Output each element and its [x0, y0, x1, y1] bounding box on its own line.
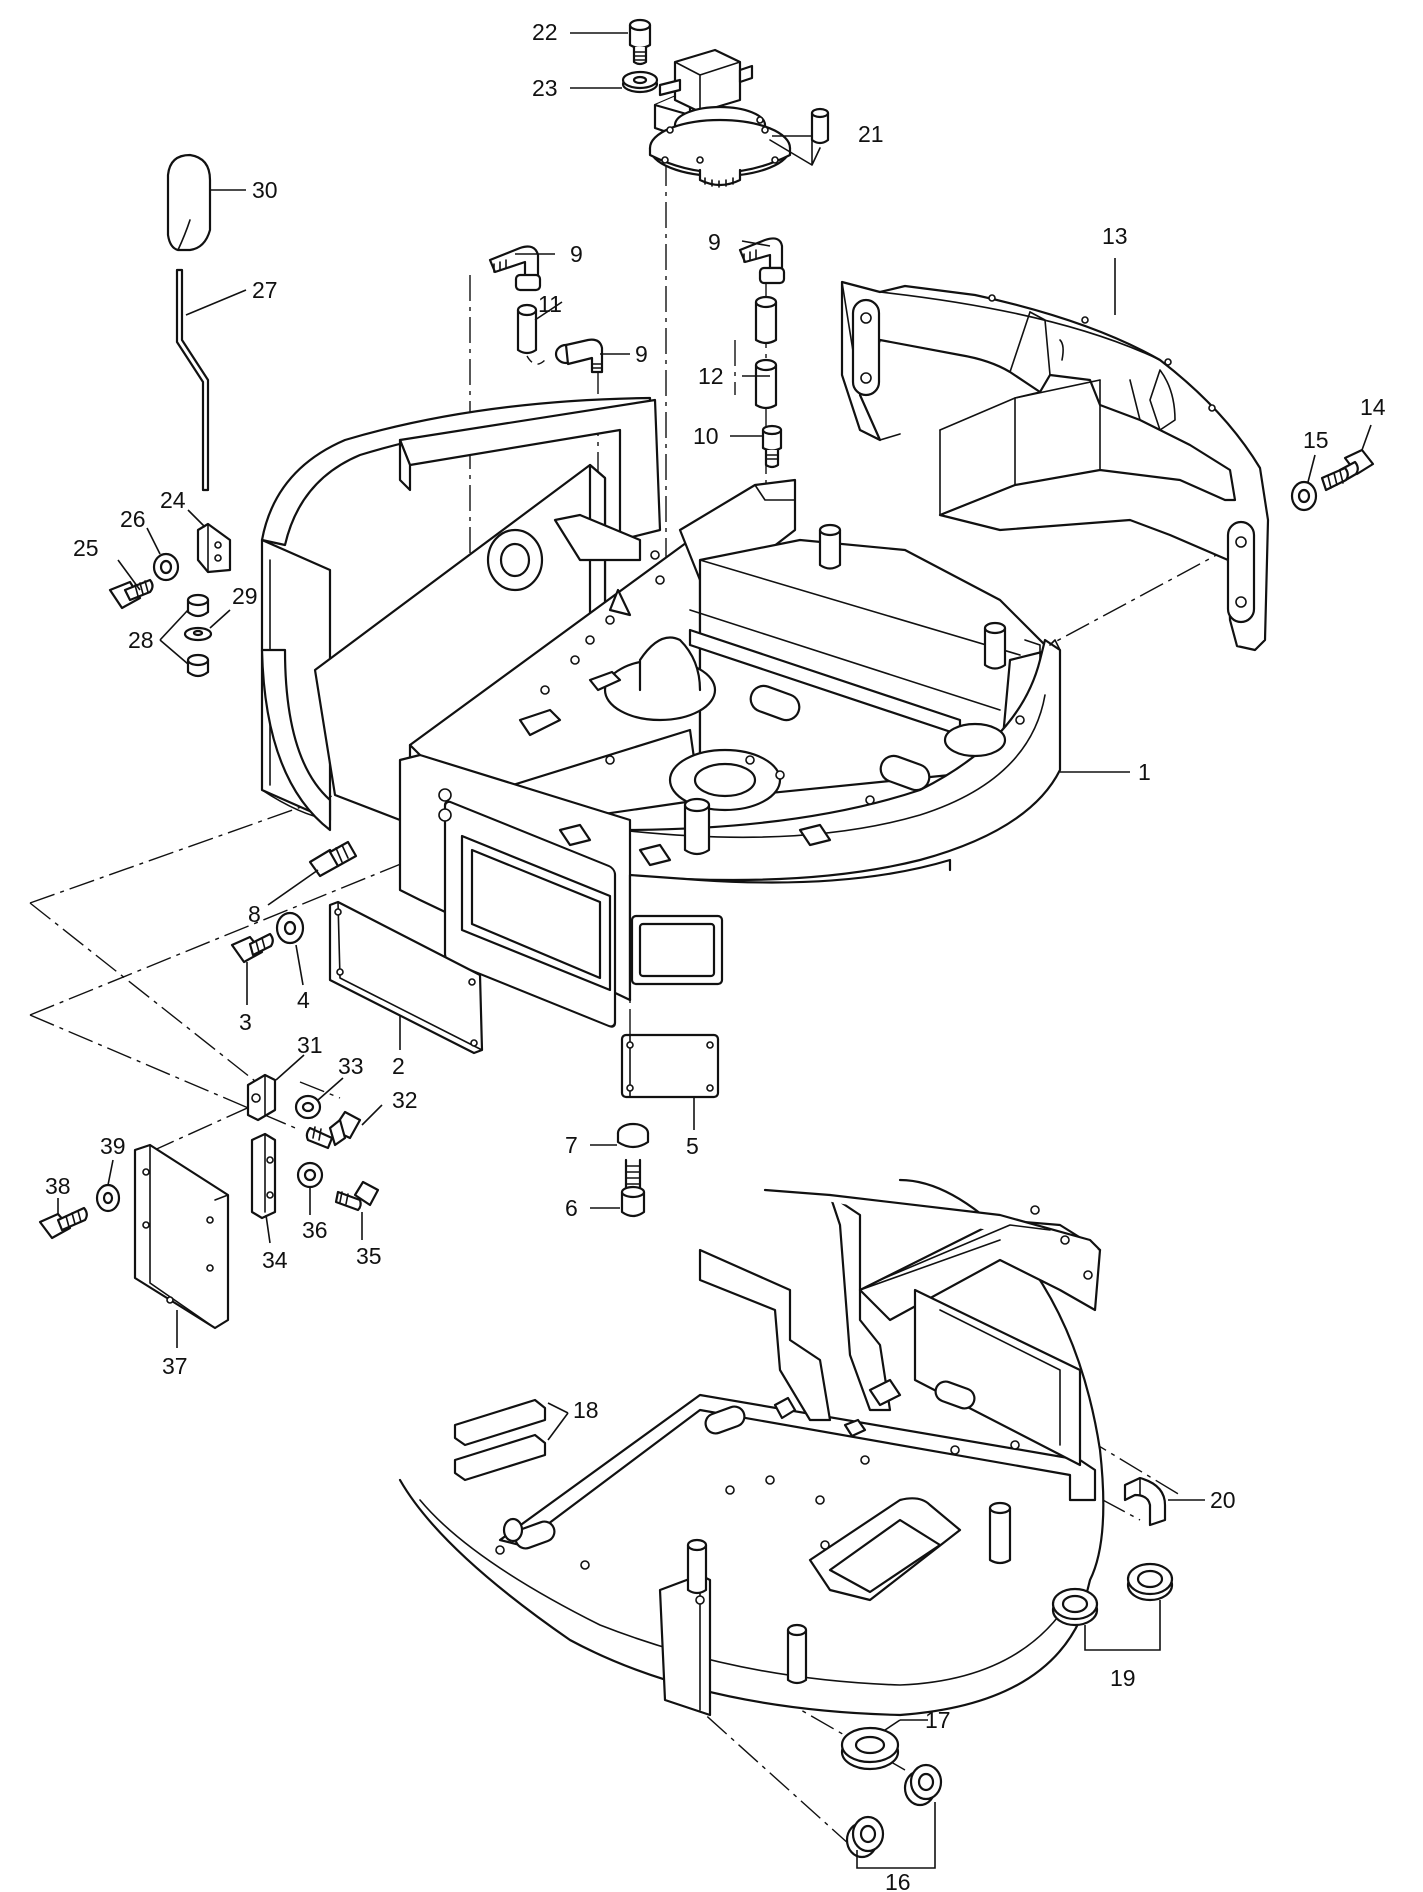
bolt-part-14: [1320, 448, 1375, 492]
label-6: 6: [565, 1195, 578, 1221]
label-1: 1: [1138, 759, 1151, 785]
grip-part-30: [166, 153, 212, 252]
label-9-center: 9: [635, 341, 648, 367]
label-35: 35: [356, 1243, 382, 1269]
label-5: 5: [686, 1133, 699, 1159]
washer-part-4: [275, 911, 305, 945]
bolt-part-25: [108, 578, 154, 610]
label-11: 11: [538, 291, 562, 317]
part-number-labels: 1 2 3 4 5 6 7 8 9 9 9 10 11 12 13 14 15 …: [45, 19, 1386, 1892]
grommet-part-19-left: [1051, 1587, 1099, 1627]
label-13: 13: [1102, 223, 1128, 249]
label-33: 33: [338, 1053, 364, 1079]
label-37: 37: [162, 1353, 188, 1379]
label-34: 34: [262, 1247, 288, 1273]
elbow-fitting-part-9-left: [488, 245, 542, 292]
swivel-joint-part-21: [648, 48, 792, 188]
label-7: 7: [565, 1132, 578, 1158]
label-12: 12: [698, 363, 724, 389]
label-27: 27: [252, 277, 278, 303]
bolt-part-10: [761, 424, 783, 469]
label-2: 2: [392, 1053, 405, 1079]
cover-plate-part-2: [328, 900, 484, 1055]
washer-part-26: [152, 552, 180, 582]
label-9-left: 9: [570, 241, 583, 267]
elbow-fitting-part-9-right: [738, 237, 786, 285]
washer-part-23: [621, 70, 659, 94]
plate-part-37: [133, 1143, 230, 1330]
washer-part-33: [294, 1094, 322, 1120]
washer-part-7: [616, 1122, 650, 1149]
cover-plate-part-5: [620, 1033, 720, 1099]
grommet-part-16-right: [903, 1763, 943, 1807]
hose-part-11: [516, 303, 546, 365]
hose-part-12: [754, 295, 778, 410]
bolt-part-6: [620, 1158, 646, 1218]
bracket-part-34: [250, 1132, 277, 1220]
bolt-part-22: [628, 18, 652, 66]
pin-part-21: [769, 107, 830, 166]
label-18: 18: [573, 1397, 599, 1423]
label-4: 4: [297, 987, 310, 1013]
bolt-part-35: [334, 1180, 380, 1212]
bolt-part-32: [305, 1110, 362, 1150]
label-25: 25: [73, 535, 99, 561]
label-21: 21: [858, 121, 884, 147]
label-31: 31: [297, 1032, 323, 1058]
clip-part-20: [1123, 1476, 1167, 1527]
label-22: 22: [532, 19, 558, 45]
washer-part-36: [296, 1161, 324, 1189]
washer-part-29: [183, 626, 213, 642]
bushing-part-28-upper: [186, 593, 210, 618]
label-36: 36: [302, 1217, 328, 1243]
grommet-part-17: [840, 1726, 900, 1771]
lever-part-27: [175, 268, 210, 492]
label-8: 8: [248, 901, 261, 927]
label-24: 24: [160, 487, 186, 513]
fitting-part-8: [308, 840, 358, 878]
label-20: 20: [1210, 1487, 1236, 1513]
bushing-part-28-lower: [186, 653, 210, 678]
label-38: 38: [45, 1173, 71, 1199]
grommet-part-19-right: [1126, 1562, 1174, 1602]
label-17: 17: [925, 1707, 951, 1733]
bolt-part-38: [38, 1206, 88, 1240]
main-frame-part-1: [260, 396, 1062, 1028]
label-15: 15: [1303, 427, 1329, 453]
elbow-fitting-part-9-center: [554, 338, 604, 374]
label-28: 28: [128, 627, 154, 653]
washer-part-15: [1290, 480, 1318, 512]
label-29: 29: [232, 583, 258, 609]
label-19: 19: [1110, 1665, 1136, 1691]
bracket-part-24: [196, 522, 232, 574]
label-16: 16: [885, 1869, 911, 1892]
lower-frame-view: [398, 1178, 1105, 1717]
label-10: 10: [693, 423, 719, 449]
block-part-18: [453, 1398, 547, 1482]
label-30: 30: [252, 177, 278, 203]
label-32: 32: [392, 1087, 418, 1113]
label-3: 3: [239, 1009, 252, 1035]
washer-part-39: [95, 1183, 121, 1213]
leader-lines: [57, 32, 1372, 1869]
label-9-right: 9: [708, 229, 721, 255]
counterweight-part-13: [840, 280, 1270, 652]
label-26: 26: [120, 506, 146, 532]
bolt-part-3: [230, 932, 274, 964]
label-39: 39: [100, 1133, 126, 1159]
grommet-part-16-left: [845, 1815, 885, 1859]
bracket-part-31: [246, 1073, 277, 1122]
label-14: 14: [1360, 394, 1386, 420]
label-23: 23: [532, 75, 558, 101]
